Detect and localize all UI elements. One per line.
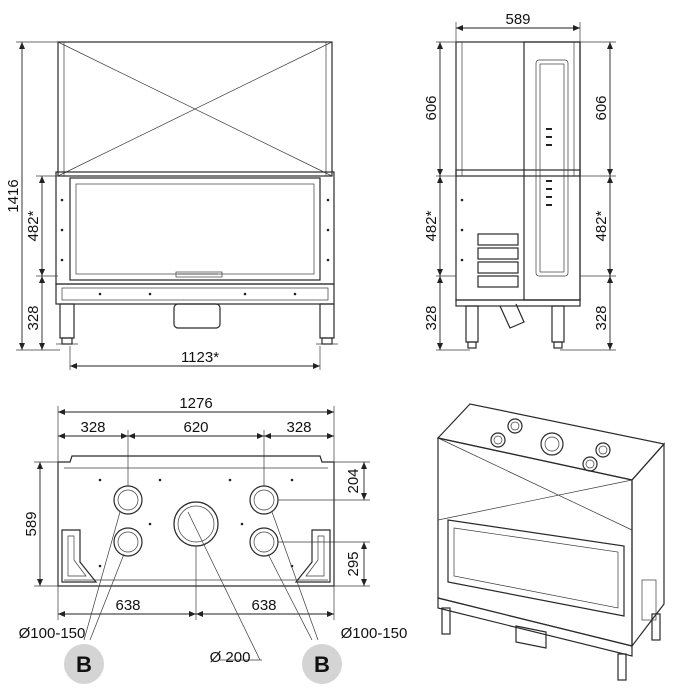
dim-width-total: 1276 xyxy=(179,395,212,412)
label-center-diam: Ø 200 xyxy=(210,649,251,666)
dim-leg-left: 328 xyxy=(423,305,440,330)
front-view xyxy=(55,41,338,345)
outlet-rear-left xyxy=(113,527,143,557)
front-base xyxy=(55,283,335,305)
top-outline xyxy=(57,455,335,587)
outlet-front-right xyxy=(249,485,279,515)
side-vents xyxy=(477,233,519,288)
iso-leg-2 xyxy=(617,653,627,681)
dim-right: 328 xyxy=(286,419,311,436)
dim-top-right: 606 xyxy=(593,95,610,120)
top-bracket-left xyxy=(61,529,98,583)
iso-leg-3 xyxy=(651,613,661,641)
iso-glass xyxy=(447,519,625,617)
dim-center: 620 xyxy=(183,419,208,436)
outlet-rear-right xyxy=(249,527,279,557)
badge-left-label: B xyxy=(76,652,92,677)
badge-right xyxy=(302,644,342,684)
dim-width: 1123* xyxy=(181,349,219,366)
dim-height-total: 1416 xyxy=(5,179,22,212)
front-glass-frame xyxy=(69,177,321,281)
side-leg-right xyxy=(551,305,565,343)
top-bracket-right xyxy=(294,529,331,583)
dim-mid-right: 482* xyxy=(593,210,610,241)
iso-right-face xyxy=(631,442,665,648)
dim-mid-left: 482* xyxy=(423,210,440,241)
front-body xyxy=(55,171,335,285)
dim-rear-offset: 295 xyxy=(345,551,362,576)
dim-top-depth: 589 xyxy=(23,511,40,536)
iso-leg-1 xyxy=(441,607,451,635)
iso-top-face xyxy=(436,403,666,481)
front-hood xyxy=(57,41,333,177)
dim-top-left: 606 xyxy=(423,95,440,120)
dim-front-offset: 204 xyxy=(345,468,362,493)
dim-left-center: 638 xyxy=(115,597,140,614)
isometric-view xyxy=(436,403,666,681)
side-leg-left xyxy=(465,305,479,343)
dim-depth: 589 xyxy=(505,11,530,28)
label-right-diam: Ø100-150 xyxy=(341,625,408,642)
front-leg-right xyxy=(319,303,335,339)
badge-right-label: B xyxy=(314,652,330,677)
badge-left xyxy=(64,644,104,684)
side-dimensions: 589 606 482* 328 606 482* 328 xyxy=(423,11,616,351)
dim-right-center: 638 xyxy=(251,597,276,614)
outlet-front-left xyxy=(113,485,143,515)
side-duct xyxy=(499,303,525,329)
dim-opening-height: 482* xyxy=(25,210,42,241)
front-glass xyxy=(75,183,315,275)
label-left-diam: Ø100-150 xyxy=(19,625,86,642)
side-view xyxy=(455,41,581,349)
dim-leg-height: 328 xyxy=(25,305,42,330)
front-air-inlet xyxy=(173,303,221,329)
front-leg-left xyxy=(59,303,75,339)
front-dimensions: 1416 482* 328 1123* xyxy=(5,41,321,370)
dim-leg-right: 328 xyxy=(593,305,610,330)
top-dimensions: 1276 328 620 328 589 204 295 638 638 xyxy=(19,395,408,684)
side-hood xyxy=(455,41,581,177)
outlet-center xyxy=(173,501,219,547)
dim-left: 328 xyxy=(80,419,105,436)
